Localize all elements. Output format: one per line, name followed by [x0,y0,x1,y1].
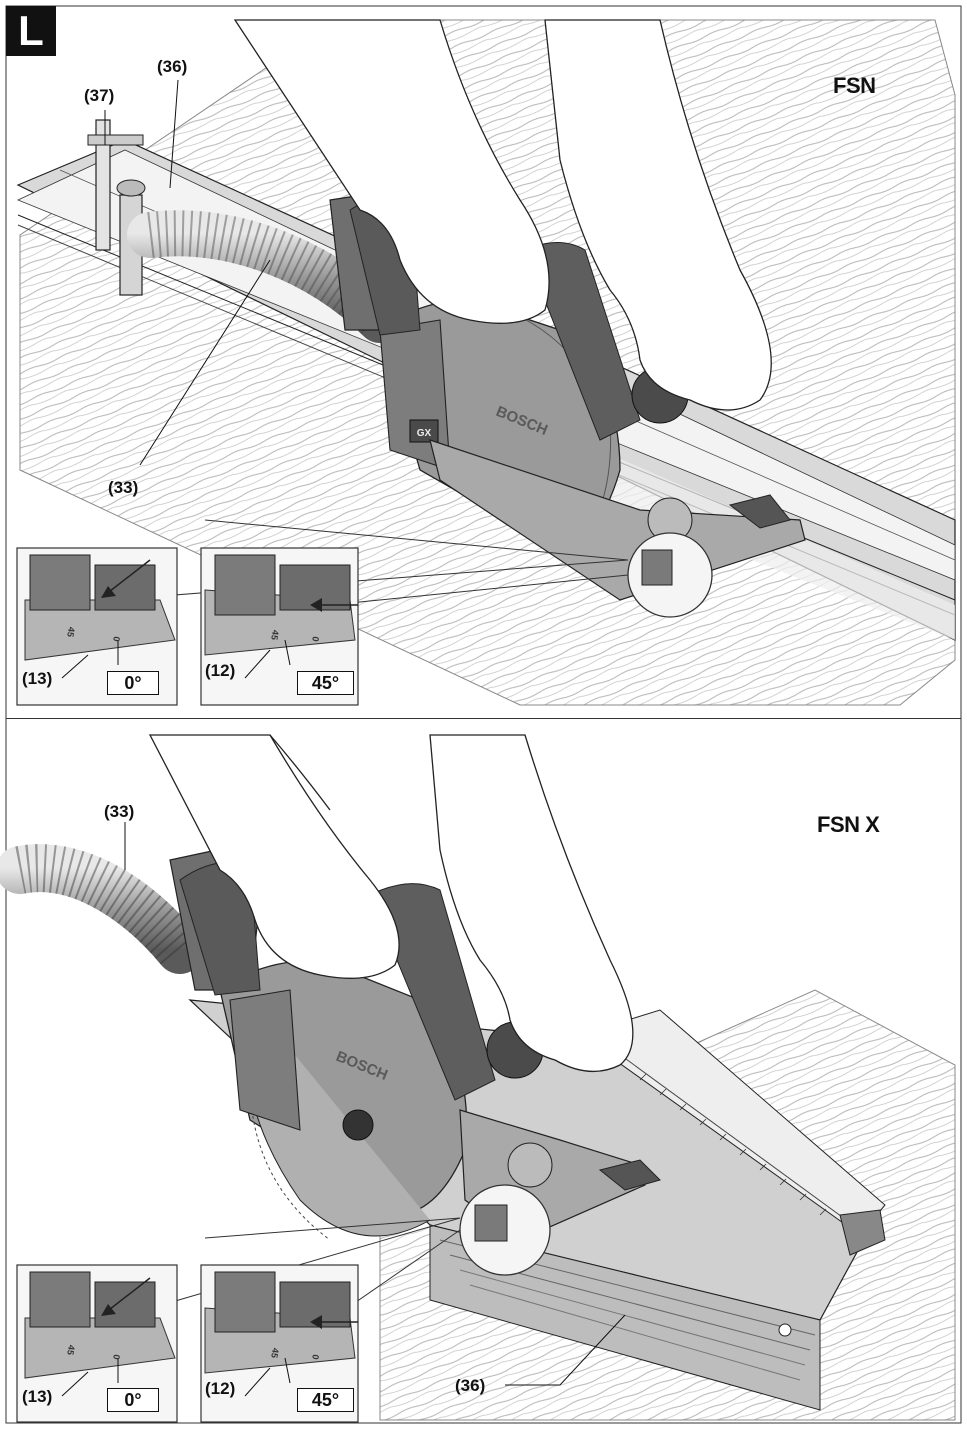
hands-fsnx [148,734,634,1073]
scale-mark-45-x: 45 [65,1344,77,1356]
callout-13-x: (13) [22,1387,53,1406]
hands-fsn [233,19,772,411]
callout-37: (37) [84,86,115,105]
panel-fsn-drawing: GX BOSCH [16,19,956,706]
callout-36: (36) [157,57,188,76]
angle-label-45deg: 45° [297,671,354,695]
inset-0deg-bottom [16,1264,178,1423]
figure-letter-badge: L [6,6,56,56]
scale-mark-45: 45 [65,626,77,638]
angle-label-45deg-x: 45° [297,1388,354,1412]
inset-45deg-bottom [200,1264,359,1423]
model-label-fsn: FSN [833,73,876,98]
scale-mark-45-x-b: 45 [269,1347,281,1359]
scale-mark-45-b: 45 [269,629,281,641]
callout-33-x: (33) [104,802,135,821]
callout-33: (33) [108,478,139,497]
callout-12-x: (12) [205,1379,236,1398]
angle-label-0deg-x: 0° [107,1388,159,1412]
panel-divider [6,718,961,719]
callout-36-x: (36) [455,1376,486,1395]
model-badge-text: GX [417,428,432,439]
suction-hose-x [0,844,204,974]
callout-12: (12) [205,661,236,680]
model-label-fsnx: FSN X [817,812,880,837]
angle-label-0deg: 0° [107,671,159,695]
panel-fsnx-drawing: BOSCH [0,734,956,1423]
callout-13: (13) [22,669,53,688]
screw-clamp [87,119,146,296]
